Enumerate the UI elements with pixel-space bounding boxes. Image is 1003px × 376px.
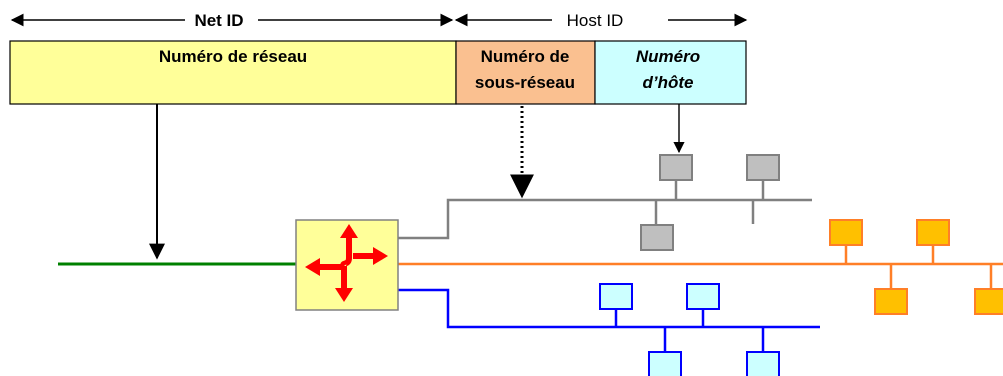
blue-subnet (398, 283, 820, 376)
network-number-field (9, 40, 457, 105)
subnet-number-label-line2: sous-réseau (475, 73, 575, 92)
host-id-label: Host ID (567, 11, 624, 30)
host-id-dimension: Host ID (454, 11, 748, 30)
subnet-number-field (455, 40, 596, 105)
network-number-label: Numéro de réseau (159, 47, 307, 66)
subnet-number-label-line1: Numéro de (481, 47, 570, 66)
host-box-icon (874, 288, 908, 315)
host-box-icon (746, 154, 780, 181)
net-id-dimension: Net ID (10, 11, 454, 30)
host-box-icon (648, 351, 682, 376)
host-box-icon (916, 219, 950, 246)
host-box-icon (829, 219, 863, 246)
net-id-label: Net ID (194, 11, 243, 30)
host-number-field (594, 40, 747, 105)
orange-subnet (398, 219, 1003, 315)
host-box-icon (640, 224, 674, 251)
host-box-icon (974, 288, 1003, 315)
router-arrows-icon (305, 224, 388, 302)
host-box-icon (599, 283, 633, 310)
host-number-label-line2: d’hôte (643, 73, 694, 92)
gray-subnet (398, 154, 812, 251)
address-fields: Numéro de réseau Numéro de sous-réseau N… (9, 40, 747, 105)
host-box-icon (686, 283, 720, 310)
host-box-icon (659, 154, 693, 181)
host-box-icon (746, 351, 780, 376)
router (295, 219, 399, 311)
host-number-label-line1: Numéro (636, 47, 700, 66)
